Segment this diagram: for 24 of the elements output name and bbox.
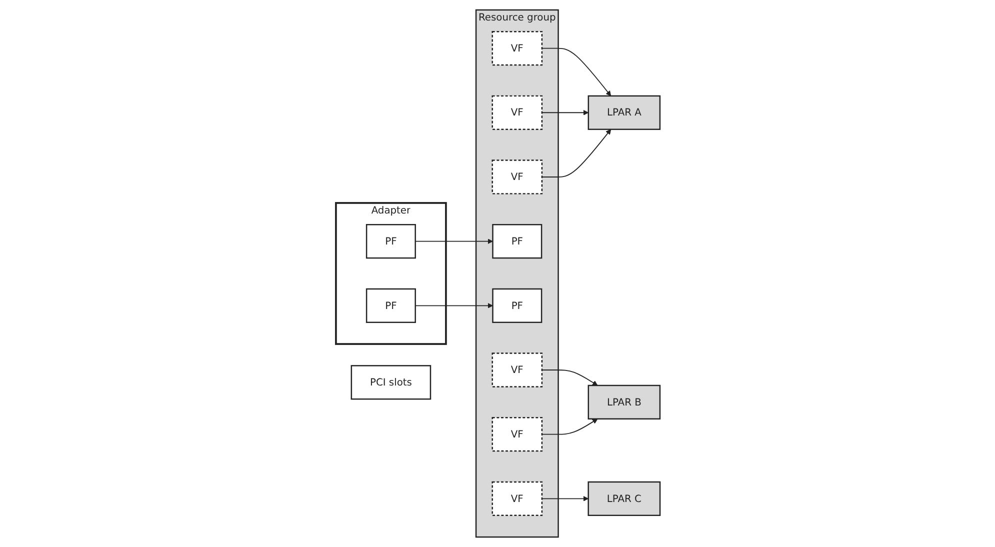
arrow	[541, 496, 588, 502]
group-title: Resource group	[478, 11, 556, 23]
partition-box: LPAR A	[587, 95, 660, 130]
group-title: Adapter	[370, 204, 410, 216]
virtual-function-box: VF	[491, 417, 542, 452]
function-box: PF	[365, 224, 416, 259]
arrow	[414, 238, 493, 244]
arrow	[541, 418, 598, 435]
virtual-function-box: VF	[491, 30, 542, 66]
partition-box: LPAR C	[587, 481, 660, 516]
arrow	[541, 110, 588, 116]
slot-box: PCI slots	[350, 365, 431, 400]
partition-box: LPAR B	[587, 384, 660, 420]
function-box: PF	[492, 288, 542, 323]
virtual-function-box: VF	[491, 160, 542, 194]
arrow	[541, 129, 611, 178]
function-box: PF	[365, 288, 416, 323]
function-box: PF	[492, 224, 542, 259]
virtual-function-box: VF	[491, 352, 542, 388]
virtual-function-box: VF	[491, 481, 542, 516]
arrow	[541, 370, 598, 386]
arrow	[541, 48, 611, 96]
arrow	[414, 302, 493, 308]
virtual-function-box: VF	[491, 95, 542, 130]
